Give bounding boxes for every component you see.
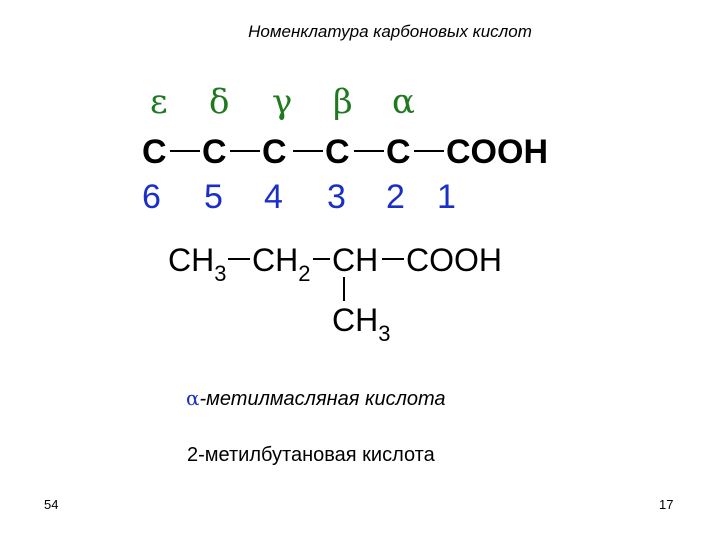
chain-bond: [414, 150, 444, 152]
page-number-right: 17: [659, 497, 674, 512]
branch-bond: [343, 277, 345, 301]
chain-bond: [293, 150, 323, 152]
chain-number-4: 4: [264, 178, 283, 216]
greek-epsilon: ε: [150, 82, 168, 122]
chain-bond: [354, 150, 384, 152]
group-ch: CH: [332, 242, 379, 278]
chain-number-2: 2: [386, 178, 405, 216]
branch-ch3: CH3: [332, 302, 391, 346]
slide-title: Номенклатура карбоновых кислот: [248, 22, 532, 41]
chain-atom-4: C: [262, 133, 287, 171]
chain-atom-3: C: [325, 133, 350, 171]
greek-alpha: α: [392, 82, 415, 122]
example-bond: [313, 258, 330, 260]
chain-atom-6: C: [142, 133, 167, 171]
example-bond: [228, 258, 250, 260]
group-cooh: COOH: [406, 242, 502, 278]
greek-delta: δ: [209, 82, 230, 122]
chain-bond: [230, 150, 260, 152]
greek-beta: β: [333, 82, 353, 122]
page-number-left: 54: [44, 497, 59, 512]
chain-atom-2: C: [386, 133, 411, 171]
chain-atom-5: C: [202, 133, 227, 171]
example-bond: [382, 258, 404, 260]
chain-bond: [170, 150, 200, 152]
systematic-name: 2-метилбутановая кислота: [187, 444, 435, 466]
chain-number-3: 3: [327, 178, 346, 216]
chain-cooh: COOH: [446, 133, 548, 171]
group-ch3: CH3: [168, 242, 227, 286]
chain-number-1: 1: [437, 178, 456, 216]
chain-number-5: 5: [204, 178, 223, 216]
trivial-name: α-метилмасляная кислота: [186, 386, 446, 410]
greek-gamma: γ: [272, 82, 293, 122]
group-ch2: CH2: [252, 242, 311, 286]
chain-number-6: 6: [142, 178, 161, 216]
